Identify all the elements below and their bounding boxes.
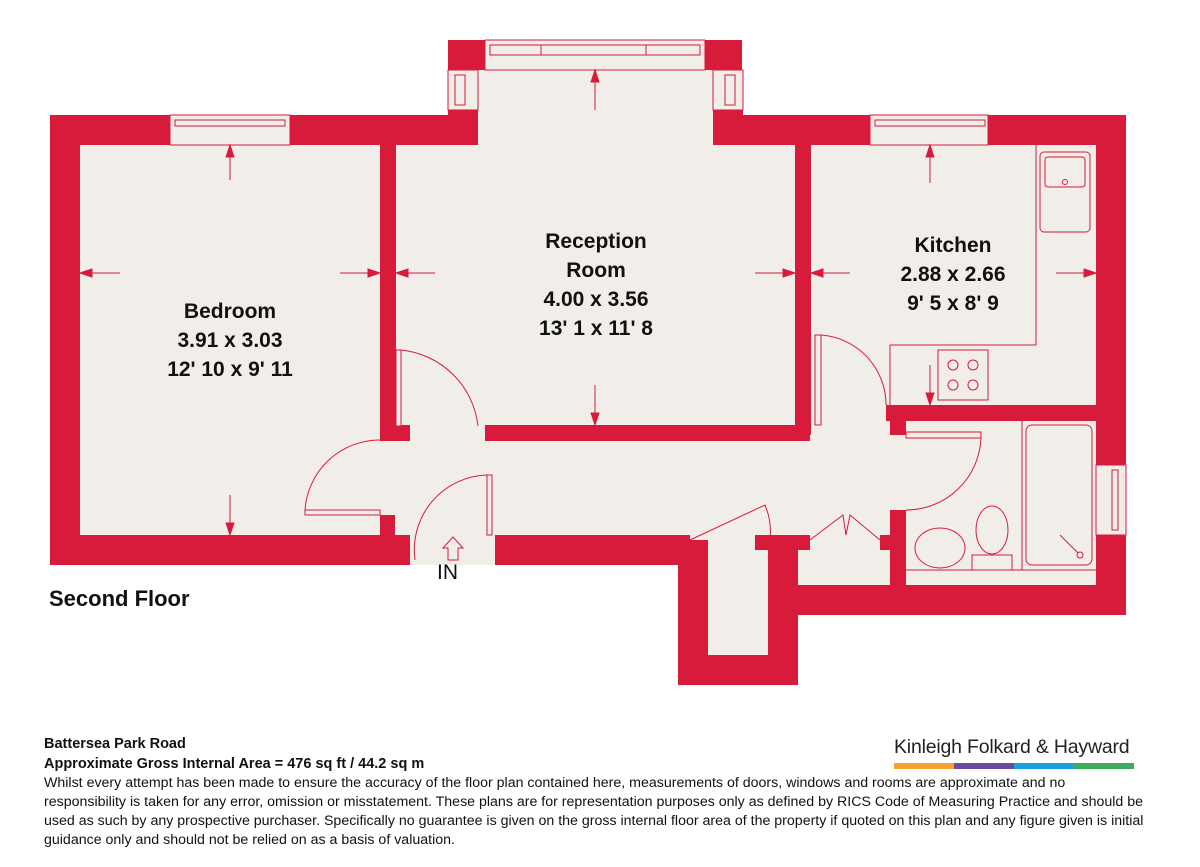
room-imperial: 13' 1 x 11' 8: [539, 317, 653, 340]
walls: [50, 40, 1126, 685]
room-label-reception: Reception Room 4.00 x 3.56 13' 1 x 11' 8: [539, 227, 653, 343]
entrance-arrow-icon: [441, 536, 465, 561]
entrance-label: IN: [437, 561, 458, 584]
property-address: Battersea Park Road: [44, 736, 186, 752]
floor-name: Second Floor: [49, 586, 190, 611]
room-metric: 2.88 x 2.66: [900, 263, 1006, 286]
brand-bar-purple: [954, 763, 1014, 769]
gross-internal-area: Approximate Gross Internal Area = 476 sq…: [44, 756, 425, 772]
room-name: Kitchen: [914, 234, 992, 257]
room-label-kitchen: Kitchen 2.88 x 2.66 9' 5 x 8' 9: [900, 231, 1005, 318]
room-metric: 3.91 x 3.03: [177, 329, 283, 352]
room-imperial: 12' 10 x 9' 11: [167, 358, 293, 381]
doors: [304, 334, 982, 561]
dimension-arrows: [78, 68, 1098, 537]
footer: Battersea Park Road Approximate Gross In…: [44, 734, 1154, 850]
brand-color-bar: [894, 763, 1134, 769]
room-name-line1: Reception: [545, 230, 647, 253]
floor-plan-drawing: [50, 39, 1127, 685]
brand-bar-blue: [1014, 763, 1074, 769]
room-imperial: 9' 5 x 8' 9: [907, 292, 999, 315]
brand-bar-orange: [894, 763, 954, 769]
room-metric: 4.00 x 3.56: [543, 288, 649, 311]
brand-logo: Kinleigh Folkard & Hayward: [894, 736, 1136, 769]
kitchen-fittings: [889, 145, 1091, 405]
room-name-line2: Room: [566, 259, 626, 282]
room-name: Bedroom: [183, 300, 277, 323]
bathroom-fittings: [906, 421, 1096, 571]
brand-name: Kinleigh Folkard & Hayward: [894, 736, 1130, 758]
disclaimer-text: Whilst every attempt has been made to en…: [44, 775, 1144, 848]
brand-bar-green: [1074, 763, 1134, 769]
room-label-bedroom: Bedroom 3.91 x 3.03 12' 10 x 9' 11: [167, 297, 293, 384]
